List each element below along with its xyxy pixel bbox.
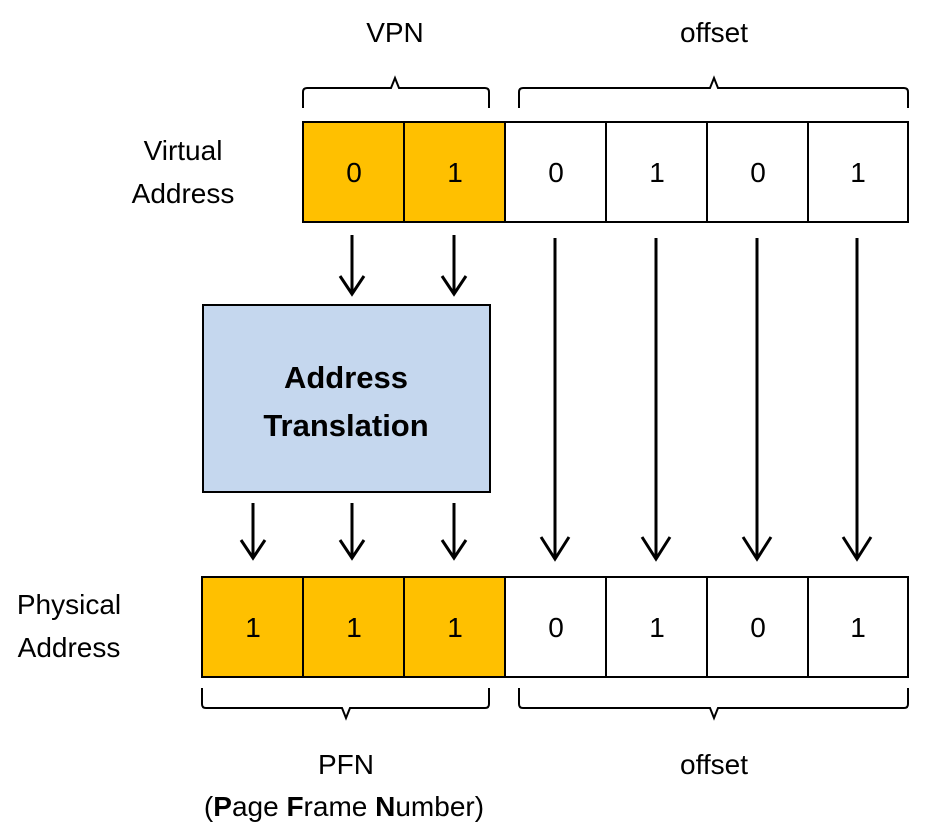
physical-offset-bit: 0 xyxy=(548,612,564,643)
physical-address-label-line2: Address xyxy=(18,632,121,663)
pfn-bit: 1 xyxy=(346,612,362,643)
vpn-label: VPN xyxy=(366,17,424,48)
physical-offset-bit: 1 xyxy=(649,612,665,643)
pfn-bit: 1 xyxy=(245,612,261,643)
virtual-address-label-line1: Virtual xyxy=(144,135,223,166)
physical-offset-brace xyxy=(518,688,909,721)
vpn-cell xyxy=(403,121,506,223)
pfn-expansion-n: N xyxy=(375,791,395,822)
offset-passthrough-arrows xyxy=(539,238,873,562)
virtual-offset-brace xyxy=(518,75,909,108)
pfn-expansion-umber: umber) xyxy=(395,791,484,822)
pfn-cell xyxy=(201,576,304,678)
physical-address-register: 1 1 1 0 1 0 1 xyxy=(201,576,909,678)
physical-offset-cell xyxy=(605,576,708,678)
translation-to-pfn-arrows xyxy=(239,503,468,561)
vpn-cell xyxy=(302,121,405,223)
pfn-expansion-p: P xyxy=(213,791,232,822)
vpn-to-translation-arrows xyxy=(338,235,468,297)
pfn-expansion-age: age xyxy=(232,791,287,822)
virtual-offset-bit: 0 xyxy=(750,157,766,188)
virtual-address-register: 0 1 0 1 0 1 xyxy=(302,121,909,223)
pfn-bit: 1 xyxy=(447,612,463,643)
address-translation-title-line1: Address xyxy=(284,360,408,395)
pfn-expansion-open: ( xyxy=(204,791,214,822)
pfn-brace xyxy=(201,688,490,721)
virtual-offset-bit: 1 xyxy=(850,157,866,188)
physical-offset-bit: 0 xyxy=(750,612,766,643)
physical-offset-bit: 1 xyxy=(850,612,866,643)
virtual-offset-bit: 1 xyxy=(649,157,665,188)
pfn-expansion-rame: rame xyxy=(304,791,376,822)
pfn-cell xyxy=(403,576,506,678)
address-translation-box xyxy=(202,304,491,493)
vpn-brace xyxy=(302,75,490,108)
virtual-offset-label: offset xyxy=(680,17,748,48)
physical-offset-cell xyxy=(504,576,607,678)
physical-offset-cell xyxy=(807,576,909,678)
pfn-expansion-f: F xyxy=(286,791,303,822)
virtual-offset-cell xyxy=(706,121,809,223)
vpn-bit: 0 xyxy=(346,157,362,188)
pfn-cell xyxy=(302,576,405,678)
pfn-label: PFN xyxy=(318,749,374,780)
pfn-expansion: (Page Frame Number) xyxy=(204,791,484,822)
virtual-offset-cell xyxy=(504,121,607,223)
virtual-address-label-line2: Address xyxy=(132,178,235,209)
physical-offset-label: offset xyxy=(680,749,748,780)
virtual-offset-cell xyxy=(807,121,909,223)
physical-address-label-line1: Physical xyxy=(17,589,121,620)
address-translation-title-line2: Translation xyxy=(263,408,428,443)
virtual-offset-bit: 0 xyxy=(548,157,564,188)
vpn-bit: 1 xyxy=(447,157,463,188)
